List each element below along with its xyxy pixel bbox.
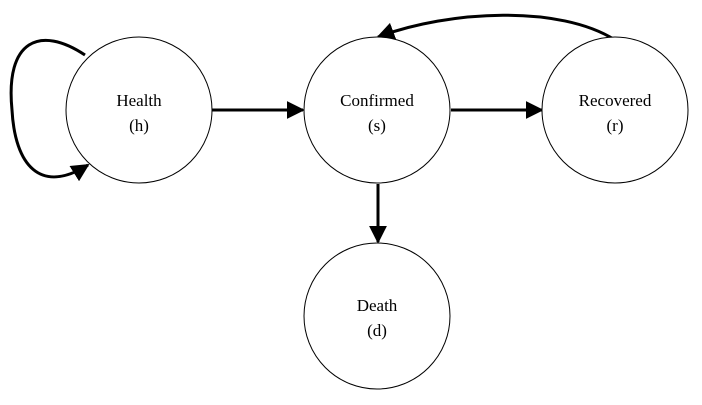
node-health: Health (h) [65, 36, 213, 184]
node-confirmed-symbol: (s) [368, 116, 386, 135]
edge-recovered-to-confirmed [376, 13, 616, 42]
node-health-name: Health [116, 91, 162, 110]
node-recovered-circle [541, 36, 689, 184]
edge-health-self-loop [9, 38, 90, 182]
node-death: Death (d) [303, 242, 451, 390]
node-confirmed-circle [303, 36, 451, 184]
node-death-symbol: (d) [367, 321, 387, 340]
node-death-name: Death [357, 296, 398, 315]
node-confirmed: Confirmed (s) [303, 36, 451, 184]
node-health-circle [65, 36, 213, 184]
node-recovered-name: Recovered [579, 91, 652, 110]
node-recovered: Recovered (r) [541, 36, 689, 184]
node-death-circle [303, 242, 451, 390]
node-recovered-symbol: (r) [607, 116, 624, 135]
node-health-symbol: (h) [129, 116, 149, 135]
node-confirmed-name: Confirmed [340, 91, 414, 110]
